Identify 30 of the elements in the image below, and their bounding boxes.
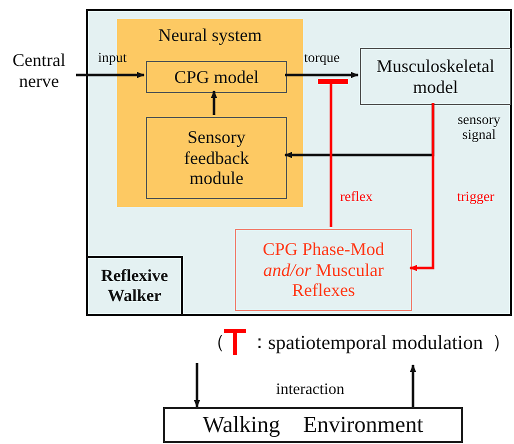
interaction-label: interaction	[276, 381, 344, 399]
arrow	[210, 90, 218, 115]
arrow	[285, 72, 359, 78]
process-box	[163, 407, 463, 443]
node-text: Walking Environment	[202, 412, 424, 438]
modulation-bar	[318, 79, 348, 84]
punctuation: （	[206, 333, 225, 354]
process-box	[360, 48, 511, 105]
process-box	[146, 61, 287, 93]
node-text: CPG Phase-Mod and/or Muscular Reflexes	[262, 238, 386, 302]
edge-label: torque	[304, 51, 340, 66]
arrow	[194, 363, 200, 408]
panel-title: Reflexive Walker	[88, 256, 183, 314]
group-title: Neural system	[158, 24, 262, 46]
legend-text: spatiotemporal modulation	[268, 332, 483, 354]
node-text: Central nerve	[12, 50, 66, 92]
punctuation: ：	[250, 333, 269, 353]
node-text: Musculoskeletal model	[376, 56, 496, 98]
edge-label: sensory signal	[456, 113, 502, 144]
node-text: CPG model	[173, 66, 260, 88]
process-box	[235, 229, 412, 311]
system-panel	[86, 9, 512, 316]
process-box	[146, 117, 287, 199]
edge-label: trigger	[457, 190, 494, 206]
node-text: Sensory feedback module	[183, 126, 250, 190]
arrow	[76, 72, 145, 78]
arrow	[409, 103, 434, 272]
edge-label: reflex	[340, 190, 373, 206]
arrow	[410, 364, 416, 407]
punctuation: ）	[492, 333, 511, 354]
